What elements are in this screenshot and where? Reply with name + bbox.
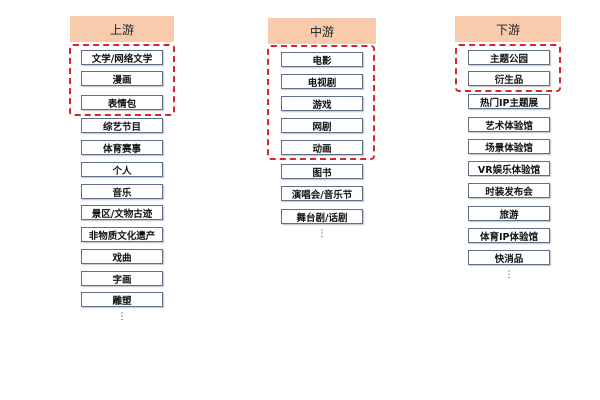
upstream-item: 文学/网络文学 [81, 50, 163, 65]
upstream-item: 景区/文物古迹 [81, 205, 163, 220]
upstream-item: 字画 [81, 271, 163, 286]
midstream-item: 演唱会/音乐节 [281, 186, 363, 201]
downstream-item: 主题公园 [468, 50, 550, 65]
midstream-item: 网剧 [281, 118, 363, 133]
upstream-more: ⋮ [117, 312, 127, 322]
midstream-item: 舞台剧/话剧 [281, 209, 363, 224]
upstream-item: 戏曲 [81, 249, 163, 264]
midstream-item: 电影 [281, 52, 363, 67]
upstream-item: 综艺节目 [81, 118, 163, 133]
upstream-item: 漫画 [81, 71, 163, 86]
midstream-highlight-group [267, 45, 375, 160]
upstream-item: 个人 [81, 162, 163, 177]
downstream-item: 艺术体验馆 [468, 117, 550, 132]
upstream-item: 表情包 [81, 95, 163, 110]
midstream-item: 电视剧 [281, 74, 363, 89]
downstream-item: VR娱乐体验馆 [468, 161, 550, 176]
upstream-item: 雕塑 [81, 292, 163, 307]
upstream-item: 体育赛事 [81, 140, 163, 155]
midstream-item: 动画 [281, 140, 363, 155]
downstream-highlight-group [455, 44, 561, 92]
downstream-item: 衍生品 [468, 71, 550, 86]
downstream-header: 下游 [455, 16, 561, 42]
midstream-more: ⋮ [317, 229, 327, 239]
midstream-item: 图书 [281, 164, 363, 179]
downstream-item: 场景体验馆 [468, 139, 550, 154]
downstream-item: 体育IP体验馆 [468, 228, 550, 243]
upstream-item: 非物质文化遗产 [81, 227, 163, 242]
upstream-item: 音乐 [81, 184, 163, 199]
midstream-item: 游戏 [281, 96, 363, 111]
downstream-item: 时装发布会 [468, 183, 550, 198]
downstream-item: 快消品 [468, 250, 550, 265]
midstream-header: 中游 [268, 18, 376, 44]
downstream-item: 旅游 [468, 206, 550, 221]
downstream-more: ⋮ [504, 270, 514, 280]
upstream-header: 上游 [70, 16, 174, 42]
downstream-item: 热门IP主题展 [468, 94, 550, 109]
upstream-highlight-group [69, 44, 175, 116]
